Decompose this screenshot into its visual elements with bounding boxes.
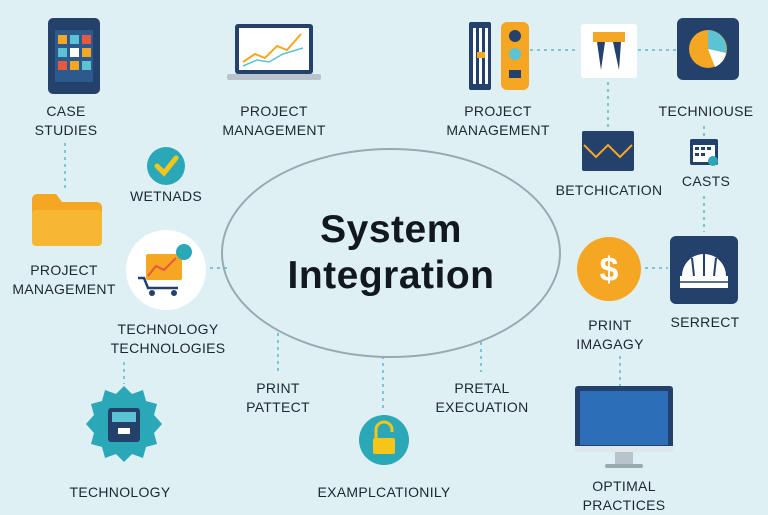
tablet-icon	[48, 18, 100, 94]
laptop-chart-icon	[227, 24, 321, 80]
dollar-coin-icon: $	[577, 237, 641, 301]
drafting-icon	[581, 24, 637, 78]
label-optimal-practices: OPTIMAL PRACTICES	[582, 478, 666, 513]
label-case-studies: CASE STUDIES	[34, 103, 98, 138]
checkmark-badge-icon	[147, 147, 185, 185]
label-techniouse: TECHNIOUSE	[658, 103, 754, 119]
label-project-management-laptop: PROJECT MANAGEMENT	[222, 103, 326, 138]
monitor-icon	[575, 386, 673, 468]
label-wetnads: WETNADS	[129, 188, 203, 204]
label-betchication: BETCHICATION	[555, 182, 663, 198]
svg-text:$: $	[600, 251, 619, 289]
calendar-icon	[690, 139, 718, 166]
label-casts: CASTS	[681, 173, 731, 189]
server-rack-icon	[469, 22, 529, 90]
label-serrect: SERRECT	[670, 314, 740, 330]
system-integration-hub: System Integration	[221, 148, 561, 358]
label-technology-technologies: TECHNOLOGY TECHNOLOGIES	[110, 321, 226, 356]
folder-icon	[32, 194, 102, 246]
label-examplcationily: EXAMPLCATIONILY	[317, 484, 451, 500]
shopping-cart-chart-icon	[126, 230, 206, 310]
envelope-icon	[582, 131, 634, 171]
label-pretal-execuation: PRETAL EXECUATION	[435, 380, 529, 415]
center-title-line2: Integration	[287, 254, 495, 297]
label-print-pattect: PRINT PATTECT	[246, 380, 310, 415]
label-print-imagagy: PRINT IMAGAGY	[576, 317, 644, 352]
center-title-line1: System	[320, 208, 462, 251]
label-project-management-top: PROJECT MANAGEMENT	[446, 103, 550, 138]
dome-icon	[670, 236, 738, 304]
gear-box-icon	[86, 386, 162, 462]
padlock-icon	[359, 415, 409, 465]
label-project-management-left: PROJECT MANAGEMENT	[12, 262, 116, 297]
pie-chart-icon	[677, 18, 739, 80]
label-technology: TECHNOLOGY	[69, 484, 171, 500]
